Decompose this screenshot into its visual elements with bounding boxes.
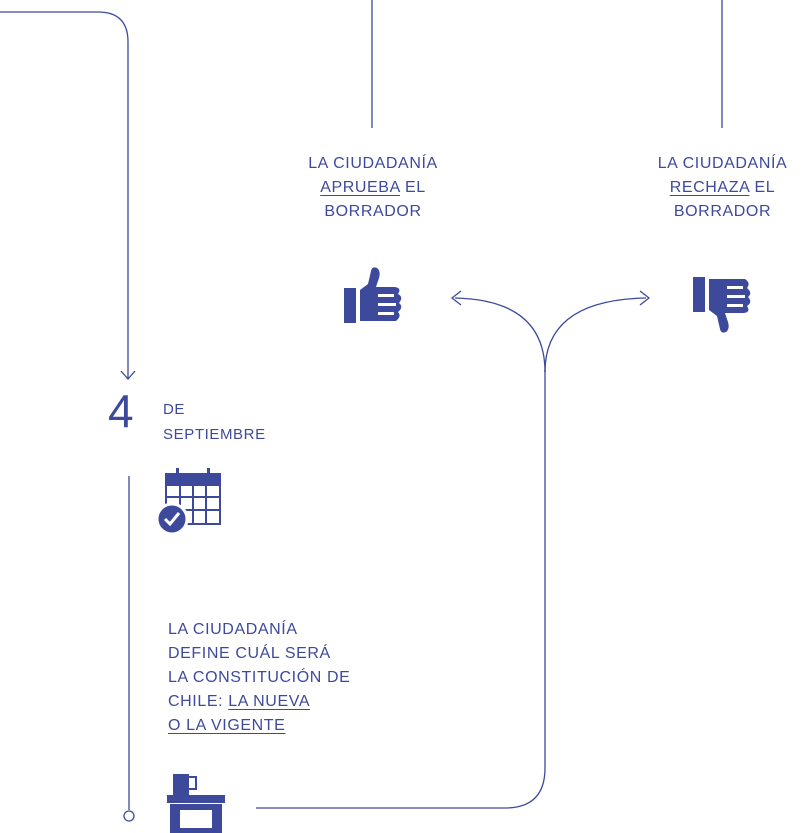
reject-label: LA CIUDADANÍA RECHAZA EL BORRADOR <box>657 155 788 220</box>
branch-reject <box>544 297 647 373</box>
define-label: LA CIUDADANÍA DEFINE CUÁL SERÁ LA CONSTI… <box>168 621 351 734</box>
arrowhead-right <box>639 290 651 306</box>
calendar-check-icon <box>155 468 221 536</box>
reject-highlight[interactable]: RECHAZA <box>669 179 750 196</box>
approve-label: LA CIUDADANÍA APRUEBA EL BORRADOR <box>308 155 438 220</box>
approve-highlight[interactable]: APRUEBA <box>320 179 400 196</box>
date-label: DE SEPTIEMBRE <box>163 401 266 443</box>
connector-return <box>256 370 546 809</box>
thumbs-down-icon <box>693 277 751 333</box>
ballot-box-icon <box>167 774 225 833</box>
timeline-end-dot <box>123 810 135 822</box>
link-la-nueva[interactable]: LA NUEVA <box>228 693 311 710</box>
connector-start <box>0 11 129 378</box>
arrowhead-down <box>120 370 136 380</box>
date-day: 4 <box>108 385 134 437</box>
thumbs-up-icon <box>344 267 402 323</box>
arrowhead-left <box>450 290 462 306</box>
link-la-vigente[interactable]: O LA VIGENTE <box>168 717 286 734</box>
branch-approve <box>454 297 546 373</box>
